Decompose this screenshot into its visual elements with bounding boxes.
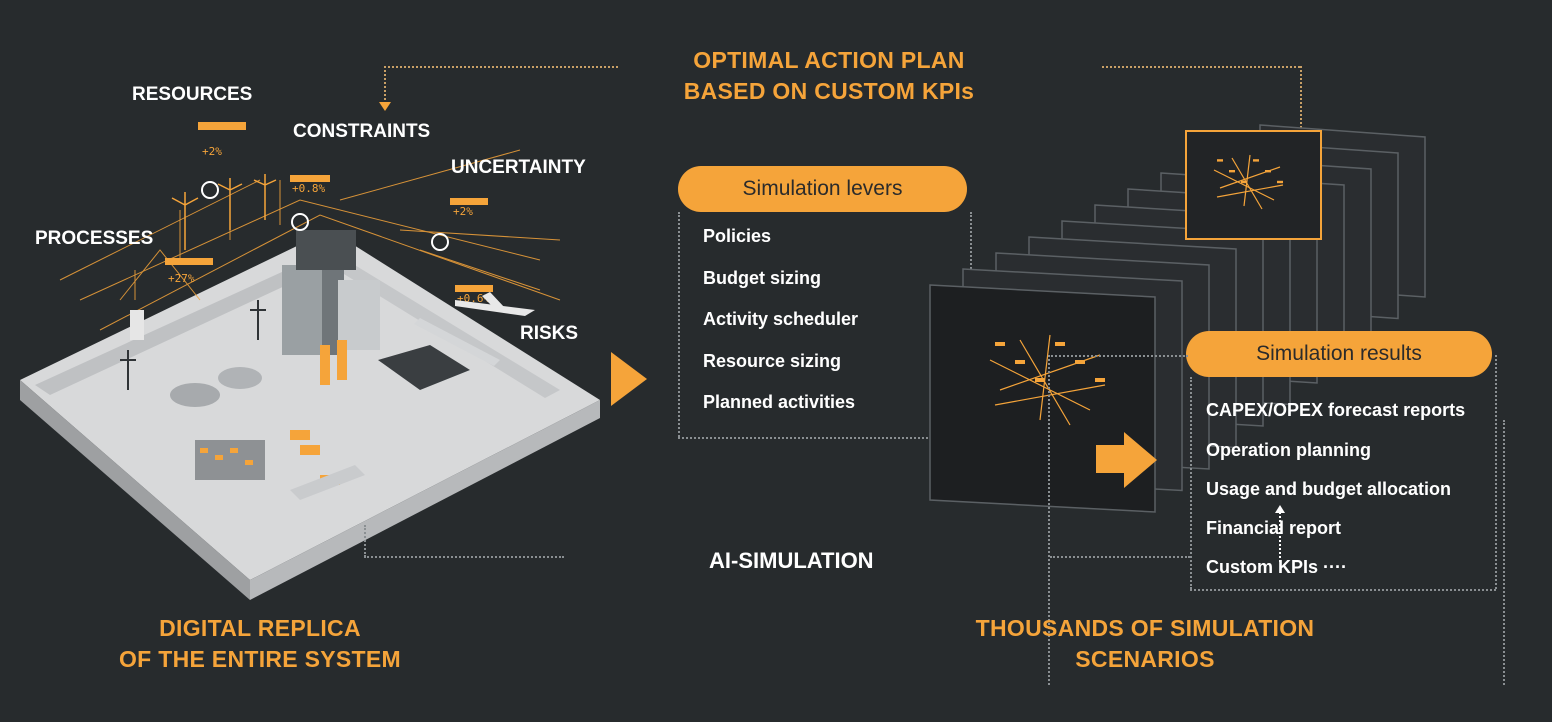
- simulation-levers-pill: Simulation levers: [678, 166, 967, 212]
- platform-top: [20, 230, 600, 580]
- result-item: CAPEX/OPEX forecast reports: [1206, 400, 1466, 420]
- parking-lot: [195, 440, 265, 480]
- chimney: [320, 345, 330, 385]
- simulation-results-pill: Simulation results: [1186, 331, 1492, 377]
- result-item: Usage and budget allocation: [1206, 479, 1452, 499]
- office-building: [338, 280, 380, 350]
- optimal-scenario-card: [1185, 130, 1322, 240]
- lever-item: Budget sizing: [703, 268, 821, 288]
- power-pylons: [120, 300, 266, 390]
- label-uncertainty: UNCERTAINTY: [451, 157, 586, 178]
- label-processes: PROCESSES: [35, 228, 154, 249]
- cooling-tower: [130, 310, 144, 340]
- kpi-indicator-tags: [165, 122, 493, 292]
- lever-item: Policies: [703, 226, 772, 246]
- action-plan-title: OPTIMAL ACTION PLAN BASED ON CUSTOM KPIs: [683, 47, 975, 104]
- connector-line: [1300, 66, 1302, 128]
- digital-replica-illustration: +2% +0.8% +2% +27% +0.6%: [20, 122, 600, 600]
- tank: [218, 367, 262, 389]
- result-item: Financial report: [1206, 518, 1342, 538]
- kpi-value: +2%: [202, 145, 222, 158]
- sensor-rings: [201, 181, 449, 251]
- arrow-down-icon: [379, 102, 391, 111]
- lever-item: Activity scheduler: [703, 309, 859, 329]
- arrow-up-icon: [1275, 505, 1285, 513]
- platform-left-side: [20, 380, 250, 600]
- connector-line: [1102, 66, 1300, 68]
- mini-replica-glyph: [1213, 154, 1284, 210]
- kpi-value: +0.8%: [292, 182, 325, 195]
- digital-replica-title: DIGITAL REPLICA OF THE ENTIRE SYSTEM: [118, 615, 402, 672]
- scenario-cards: [929, 124, 1426, 513]
- result-item: Operation planning: [1206, 440, 1371, 460]
- ai-simulation-label: AI-SIMULATION: [709, 548, 874, 573]
- train: [414, 318, 500, 366]
- scenarios-title: THOUSANDS OF SIMULATION SCENARIOS: [975, 615, 1315, 672]
- platform-right-side: [250, 400, 600, 600]
- tank: [170, 383, 220, 407]
- kpi-value: +2%: [453, 205, 473, 218]
- lever-item: Resource sizing: [703, 351, 842, 371]
- label-resources: RESOURCES: [132, 84, 253, 105]
- wind-turbines: [171, 174, 277, 250]
- lever-item: Planned activities: [703, 392, 856, 412]
- ship: [290, 465, 365, 500]
- chimney: [337, 340, 347, 380]
- warehouse: [378, 345, 470, 390]
- label-constraints: CONSTRAINTS: [293, 121, 431, 142]
- tower: [282, 265, 322, 355]
- connector-line: [384, 66, 618, 68]
- airplane-icon: [455, 292, 535, 316]
- kpi-value: +27%: [168, 272, 195, 285]
- label-risks: RISKS: [520, 323, 579, 344]
- result-item: Custom KPIs ····: [1206, 557, 1347, 577]
- connector-line: [384, 66, 386, 104]
- mini-replica-glyph: [989, 334, 1106, 426]
- arrow-right-icon: [1124, 432, 1157, 488]
